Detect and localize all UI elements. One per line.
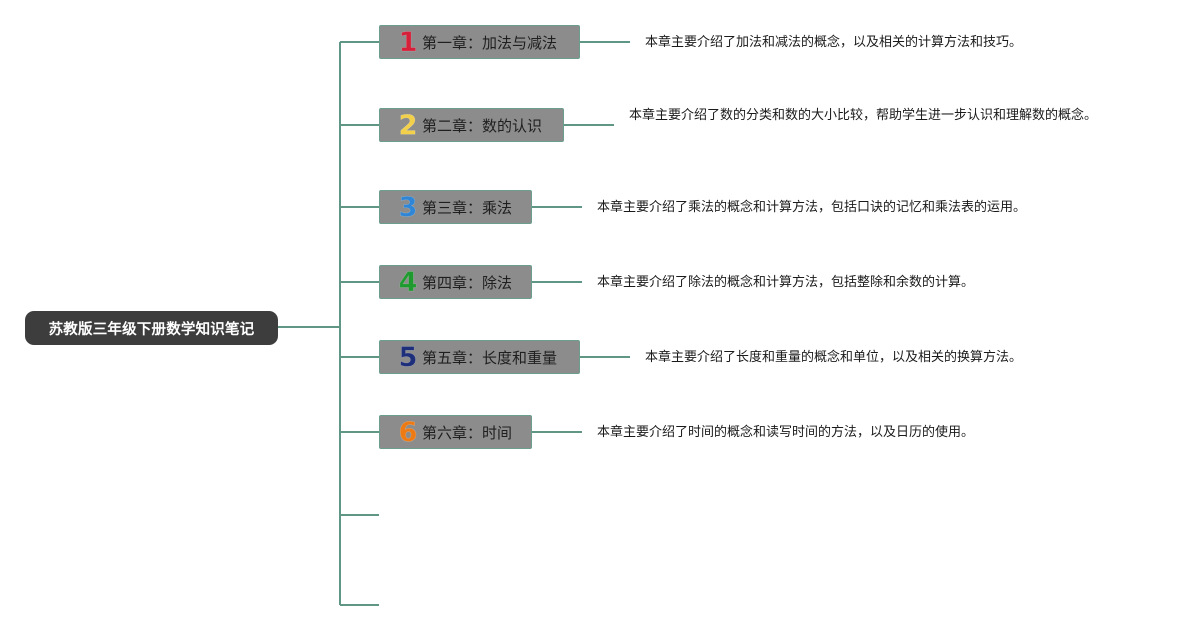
chapter-number-5: 5 (398, 341, 418, 373)
chapter-description-3: 本章主要介绍了乘法的概念和计算方法，包括口诀的记忆和乘法表的运用。 (597, 200, 1027, 215)
chapter-node-2[interactable]: 2 第二章：数的认识 (379, 108, 564, 142)
chapter-number-2: 2 (398, 109, 418, 141)
chapter-node-4[interactable]: 4 第四章：除法 (379, 265, 532, 299)
chapter-description-6: 本章主要介绍了时间的概念和读写时间的方法，以及日历的使用。 (597, 425, 975, 440)
root-title: 苏教版三年级下册数学知识笔记 (48, 321, 255, 338)
chapter-number-6: 6 (398, 416, 418, 448)
chapter-node-1[interactable]: 1 第一章：加法与减法 (379, 25, 580, 59)
chapter-title-4: 第四章：除法 (422, 273, 513, 292)
chapter-title-2: 第二章：数的认识 (422, 116, 543, 135)
chapter-description-4: 本章主要介绍了除法的概念和计算方法，包括整除和余数的计算。 (597, 275, 975, 290)
chapter-title-6: 第六章：时间 (422, 423, 513, 442)
chapter-node-3[interactable]: 3 第三章：乘法 (379, 190, 532, 224)
chapter-description-5: 本章主要介绍了长度和重量的概念和单位，以及相关的换算方法。 (645, 350, 1023, 365)
chapter-node-5[interactable]: 5 第五章：长度和重量 (379, 340, 580, 374)
chapter-node-6[interactable]: 6 第六章：时间 (379, 415, 532, 449)
chapter-number-1: 1 (398, 26, 418, 58)
chapter-title-1: 第一章：加法与减法 (422, 33, 558, 52)
chapter-title-3: 第三章：乘法 (422, 198, 513, 217)
root-node[interactable]: 苏教版三年级下册数学知识笔记 (25, 311, 278, 345)
chapter-description-1: 本章主要介绍了加法和减法的概念，以及相关的计算方法和技巧。 (645, 35, 1023, 50)
chapter-title-5: 第五章：长度和重量 (422, 348, 558, 367)
chapter-description-2: 本章主要介绍了数的分类和数的大小比较，帮助学生进一步认识和理解数的概念。 (629, 108, 1098, 123)
chapter-number-3: 3 (398, 191, 418, 223)
chapter-number-4: 4 (398, 266, 418, 298)
